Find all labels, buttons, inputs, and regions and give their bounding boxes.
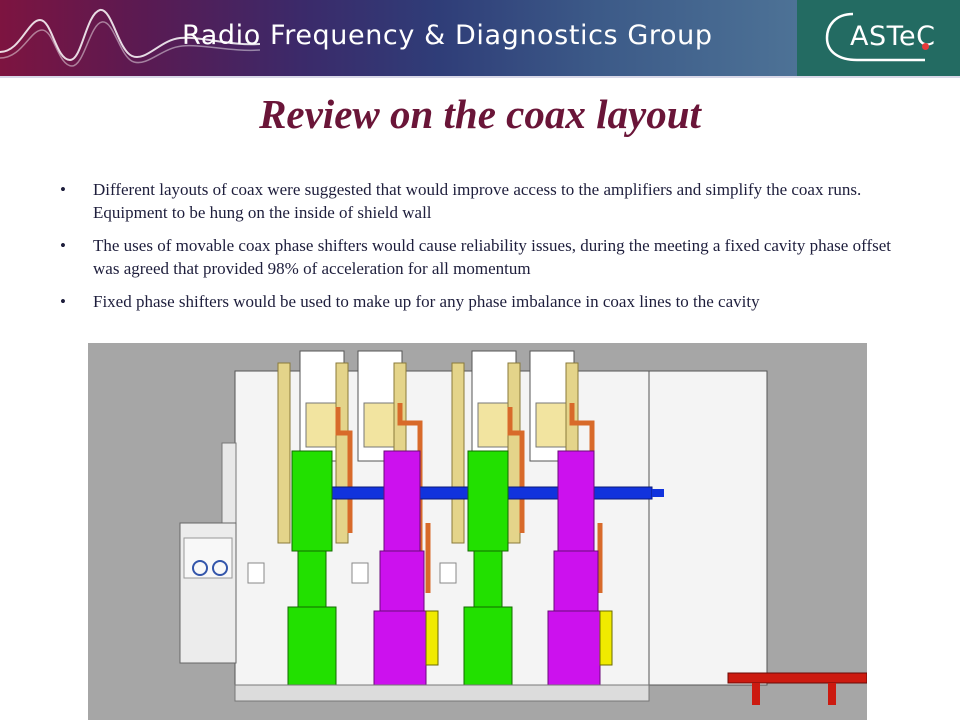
- magenta-cavity-base: [547, 610, 601, 686]
- coax-manifold-end: [652, 489, 664, 497]
- support-leg: [752, 683, 760, 705]
- bullet-text: Fixed phase shifters would be used to ma…: [93, 292, 760, 311]
- waveform-graphic: [0, 9, 260, 67]
- support-frame: [727, 672, 868, 684]
- wall-fitting: [247, 562, 265, 584]
- support-leg: [828, 683, 836, 705]
- group-title: Radio Frequency & Diagnostics Group: [182, 20, 713, 51]
- yellow-block: [425, 610, 439, 666]
- shield-wall-panel: [648, 370, 768, 686]
- magenta-cavity: [557, 450, 595, 552]
- amplifier-panel: [477, 402, 511, 448]
- slide-title: Review on the coax layout: [259, 91, 701, 137]
- coax-line: [277, 362, 291, 544]
- green-cavity-base: [463, 606, 513, 686]
- wall-fitting: [439, 562, 457, 584]
- coax-line: [451, 362, 465, 544]
- logo-dot: [922, 43, 929, 50]
- green-cavity-neck: [473, 550, 503, 608]
- coax-layout-figure: [88, 343, 868, 720]
- magenta-cavity-base: [373, 610, 427, 686]
- valve-icon: [212, 560, 228, 576]
- astec-logo: ASTeC: [850, 21, 936, 52]
- bullet-glyph: •: [60, 180, 66, 199]
- bullet-text: The uses of movable coax phase shifters …: [93, 236, 891, 278]
- bullet-item: • Fixed phase shifters would be used to …: [60, 290, 900, 313]
- green-cavity-neck: [297, 550, 327, 608]
- bullet-item: • The uses of movable coax phase shifter…: [60, 234, 900, 280]
- copper-pipe: [507, 407, 525, 533]
- green-cavity: [291, 450, 333, 552]
- amplifier-panel: [363, 402, 397, 448]
- coax-line: [507, 362, 521, 544]
- banner-divider: [0, 76, 960, 78]
- magenta-cavity: [383, 450, 421, 552]
- bullet-list: • Different layouts of coax were suggest…: [60, 178, 900, 323]
- wall-fitting: [351, 562, 369, 584]
- banner-background: [0, 0, 797, 76]
- bullet-text: Different layouts of coax were suggested…: [93, 180, 862, 222]
- amplifier-panel: [305, 402, 339, 448]
- floor-piping: [234, 684, 650, 702]
- amplifier-panel: [535, 402, 569, 448]
- valve-icon: [192, 560, 208, 576]
- logo-area: [797, 0, 960, 76]
- bullet-item: • Different layouts of coax were suggest…: [60, 178, 900, 224]
- header-banner: Radio Frequency & Diagnostics Group ASTe…: [0, 0, 960, 78]
- copper-pipe: [335, 407, 353, 533]
- coax-layout-drawing: [179, 350, 868, 705]
- bullet-glyph: •: [60, 236, 66, 255]
- logo-swoosh-icon: [825, 12, 925, 62]
- side-unit-detail: [183, 537, 233, 579]
- coax-line: [335, 362, 349, 544]
- bullet-glyph: •: [60, 292, 66, 311]
- green-cavity: [467, 450, 509, 552]
- yellow-block: [599, 610, 613, 666]
- green-cavity-base: [287, 606, 337, 686]
- magenta-cavity-neck: [553, 550, 599, 612]
- magenta-cavity-neck: [379, 550, 425, 612]
